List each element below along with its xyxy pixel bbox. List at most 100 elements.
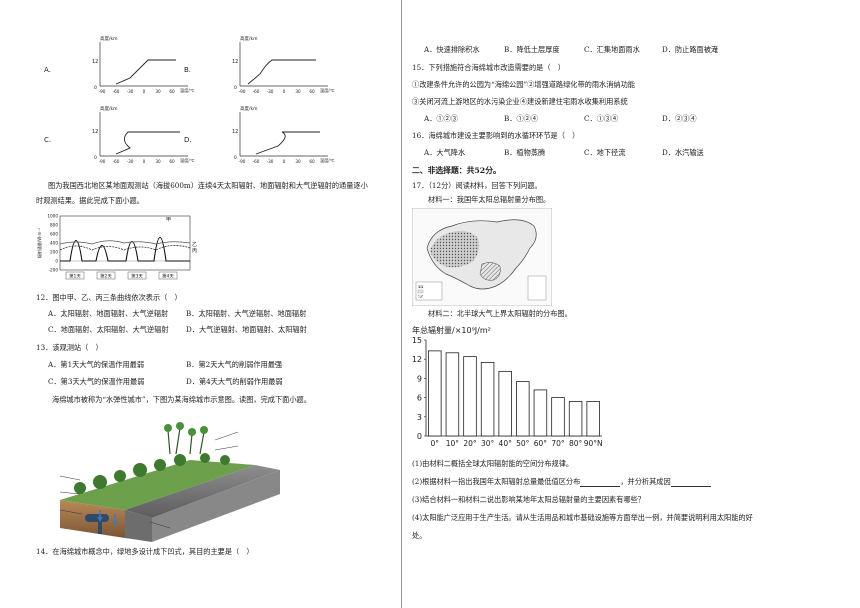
q17-part-4-line1: (4)太阳能广泛应用于生产生活。请从生活用品和城市基础设施等方面举出一例，并简要… [412,513,753,522]
profile-curve [255,131,320,155]
profile-x-tick: 60 [309,159,315,164]
profile-x-tick: -90 [239,159,246,164]
profile-x-tick: 60 [169,159,175,164]
bar-x-tick-label: 30° [481,439,495,448]
profile-y-tick-0: 0 [94,85,97,91]
bar-x-tick-label: 40° [499,439,513,448]
profile-x-tick: 30 [295,89,301,94]
bar-y-tick-label: 15 [412,336,422,345]
q15-line1: ①改建条件允许的公园为“海绵公园”②增强道路绿化带的雨水消纳功能 [412,80,635,89]
bar-0 [428,350,442,437]
q15-stem: 15．下列措施符合海绵城市改造需要的是（ ） [412,63,565,72]
radiation-label-bing: 丙 [192,248,197,254]
profile-y-tick-12: 12 [232,59,238,65]
profile-x-tick: 0 [143,159,146,164]
sponge-city-intro: 海绵城市被称为“水弹性城市”，下图为某海绵城市示意图。读图，完成下面小题。 [52,395,311,404]
bar-y-tick-label: 6 [417,394,422,403]
q12-stem: 12．图中甲、乙、丙三条曲线依次表示（ ） [36,293,182,302]
profile-x-tick: -60 [113,89,120,94]
radiation-curve-jia [60,237,190,262]
bar-y-tick-label: 12 [412,355,422,364]
radiation-day-box [127,271,147,280]
profile-x-tick: -30 [127,159,134,164]
q14-option-b: B．降低土层厚度 [504,45,560,54]
bar-2 [463,356,477,437]
profile-y-tick-12: 12 [92,59,98,65]
profile-x-tick: 30 [155,89,161,94]
q17-part-1: (1)由材料二概括全球太阳辐射能的空间分布规律。 [412,459,574,468]
profile-x-tick: 30 [295,159,301,164]
answer-blank-1[interactable] [580,479,621,487]
radiation-y-tick: 200 [50,250,58,255]
radiation-day-tab: 第2天 [96,271,116,280]
bar-y-tick-label: 3 [417,413,422,422]
q14-option-c: C．汇集地面雨水 [584,45,640,54]
q15-option-a: A．①②③ [424,114,458,123]
q12-option-a: A．太阳辐射、地面辐射、大气逆辐射 [48,309,169,318]
q17-part-2-text-a: (2)根据材料一指出我国年太阳辐射总量最低值区分布 [412,477,581,486]
profile-x-tick: 0 [143,89,146,94]
radiation-y-tick: 600 [50,232,58,237]
radiation-day-label: 第4天 [162,273,174,280]
radiation-label-yi: 乙 [192,241,197,248]
q14-option-a: A．快速排除积水 [424,45,480,54]
bar-5 [516,381,530,437]
right-column: A．快速排除积水 B．降低土层厚度 C．汇集地面雨水 D．防止路面被淹 15．下… [404,0,860,608]
profile-y-tick-0: 0 [234,155,237,161]
q17-part-4-line2: 处。 [412,531,427,540]
profile-x-tick: -90 [99,159,106,164]
radiation-y-tick: 800 [50,223,58,228]
bar-x-tick-label: 70° [551,439,565,448]
profile-x-tick: -90 [239,89,246,94]
answer-blank-2[interactable] [670,479,711,487]
bar-1 [445,352,460,437]
q14-option-d: D．防止路面被淹 [662,45,719,54]
bar-x-tick-label: 60° [534,439,548,448]
profile-y-tick-0: 0 [94,155,97,161]
bar-y-tick-label: 9 [417,374,422,383]
radiation-curve-bing [59,240,191,245]
profile-x-tick: -30 [127,89,134,94]
bar-4 [498,370,512,437]
bar-6 [533,389,548,437]
bar-x-tick-label: 0° [431,439,440,448]
radiation-y-tick: 0 [55,259,58,264]
profile-panel-letter: A. [44,66,51,74]
profile-x-tick: 30 [155,159,161,164]
radiation-y-label: 辐射通量/W·m⁻² [36,228,42,259]
bar-x-tick-label: 90°N [584,439,603,448]
profile-x-tick: -90 [99,89,106,94]
profile-x-tick: -30 [267,89,274,94]
q12-option-d: D．大气逆辐射、地面辐射、太阳辐射 [186,325,307,334]
sponge-city-illustration [59,422,280,542]
radiation-y-tick: 400 [50,241,58,246]
profile-x-tick: -60 [253,89,260,94]
q17-part-2: (2)根据材料一指出我国年太阳辐射总量最低值区分布，并分析其成因 [412,477,711,487]
profile-x-tick: 0 [283,89,286,94]
profile-y-label: 高度/km [240,35,258,42]
q16-option-a: A．大气降水 [424,148,466,157]
profile-x-tick: -30 [267,159,274,164]
radiation-day-tab: 第3天 [127,271,147,280]
china-solar-radiation-map [412,208,552,306]
bar-8 [568,401,583,437]
bar-x-tick-label: 80° [569,439,583,448]
q13-option-a: A．第1天大气的保温作用最弱 [48,360,145,369]
profile-x-label: 温度/℃ [180,157,195,164]
q15-line2: ③关闭河流上游地区的水污染企业④建设新建住宅雨水收集利用系统 [412,97,628,106]
profile-curve [115,59,176,85]
profile-y-label: 高度/km [100,105,118,112]
profile-panel-letter: D. [184,136,192,144]
q13-option-c: C．第3天大气的保温作用最弱 [48,377,145,386]
q12-option-c: C．地面辐射、太阳辐射、大气逆辐射 [48,325,169,334]
radiation-y-tick: 1000 [47,214,58,219]
radiation-intro-line2: 时观测结果。据此完成下面小题。 [36,196,144,205]
profile-x-label: 温度/℃ [180,87,195,94]
profile-x-tick: 0 [283,159,286,164]
radiation-curve-yi [59,245,191,251]
